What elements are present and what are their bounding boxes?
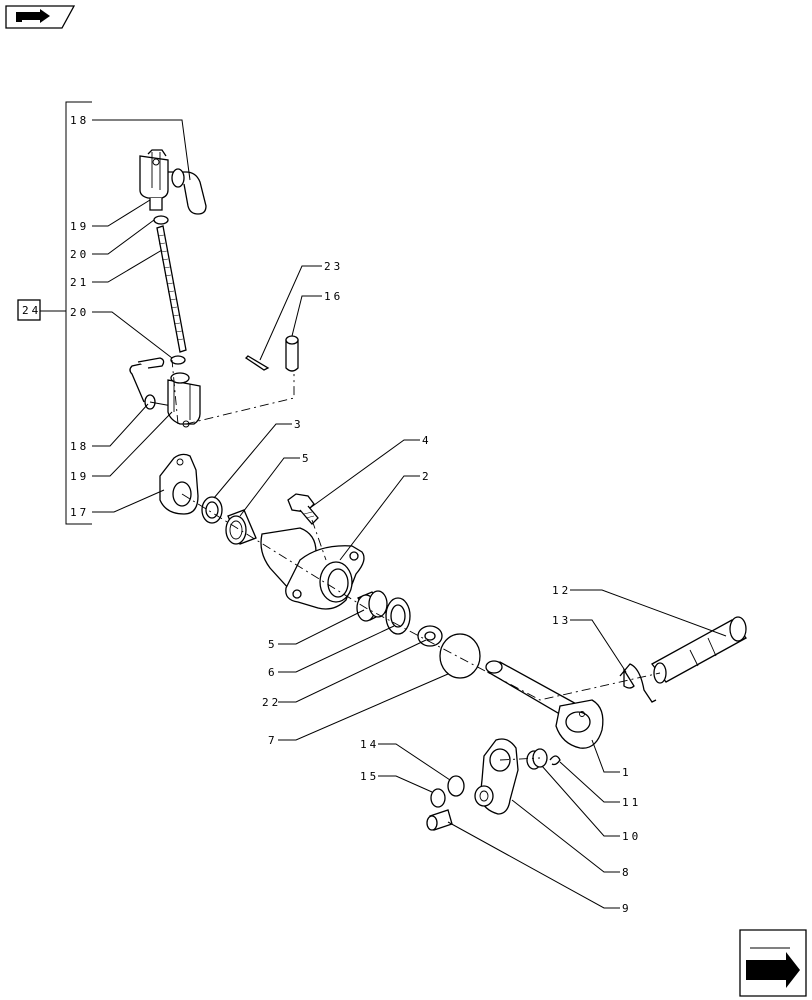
small-ring	[430, 788, 446, 808]
callout-3: 3	[294, 418, 304, 431]
hex-bolt	[287, 493, 319, 525]
assembly-label: 24	[22, 304, 41, 317]
callout-19-lower: 19	[70, 470, 89, 483]
lower-clevis	[167, 372, 201, 428]
callout-1: 1	[622, 766, 632, 779]
callout-12: 12	[552, 584, 571, 597]
lower-nut	[170, 355, 186, 365]
callout-2: 2	[422, 470, 432, 483]
callout-6: 6	[268, 666, 278, 679]
callout-18-lower: 18	[70, 440, 89, 453]
main-shaft	[485, 660, 604, 749]
callout-23: 23	[324, 260, 343, 273]
assembly-bracket: 24	[17, 101, 92, 525]
flat-washer	[417, 625, 443, 647]
leader-lines	[92, 119, 727, 909]
upper-nut	[153, 215, 169, 225]
bushing	[526, 748, 548, 770]
upper-clevis	[139, 149, 169, 211]
retaining-clip	[619, 663, 657, 703]
threaded-rod	[156, 225, 187, 353]
callout-labels: 18 19 20 21 20 18 19 17 23 16 3 5 4 2 5 …	[70, 114, 641, 915]
snap-ring	[447, 775, 465, 797]
upper-spring-clip	[168, 168, 207, 215]
callout-16: 16	[324, 290, 343, 303]
callout-11: 11	[622, 796, 641, 809]
short-pin	[426, 809, 453, 831]
callout-19-upper: 19	[70, 220, 89, 233]
callout-18-upper: 18	[70, 114, 89, 127]
book-arrow-icon[interactable]	[5, 5, 76, 29]
callout-20-upper: 20	[70, 248, 89, 261]
callout-17: 17	[70, 506, 89, 519]
callout-21: 21	[70, 276, 89, 289]
thrust-bearing	[385, 597, 411, 635]
o-ring	[439, 633, 481, 679]
callout-14: 14	[360, 738, 379, 751]
callout-5-upper: 5	[302, 452, 312, 465]
callout-4: 4	[422, 434, 432, 447]
long-pin	[651, 616, 747, 684]
callout-22: 22	[262, 696, 281, 709]
callout-20-lower: 20	[70, 306, 89, 319]
seal-ring	[201, 496, 223, 524]
callout-5-lower: 5	[268, 638, 278, 651]
callout-10: 10	[622, 830, 641, 843]
clevis-pin	[285, 335, 299, 372]
small-clip	[549, 755, 561, 766]
callout-8: 8	[622, 866, 632, 879]
bearing-housing	[260, 527, 365, 610]
lower-spring-clip	[129, 357, 173, 410]
callout-9: 9	[622, 902, 632, 915]
cotter-pin	[244, 355, 270, 371]
lower-lever	[474, 738, 519, 815]
next-page-arrow-icon[interactable]	[739, 929, 807, 997]
callout-7: 7	[268, 734, 278, 747]
lever-arm	[159, 453, 199, 515]
callout-13: 13	[552, 614, 571, 627]
callout-15: 15	[360, 770, 379, 783]
